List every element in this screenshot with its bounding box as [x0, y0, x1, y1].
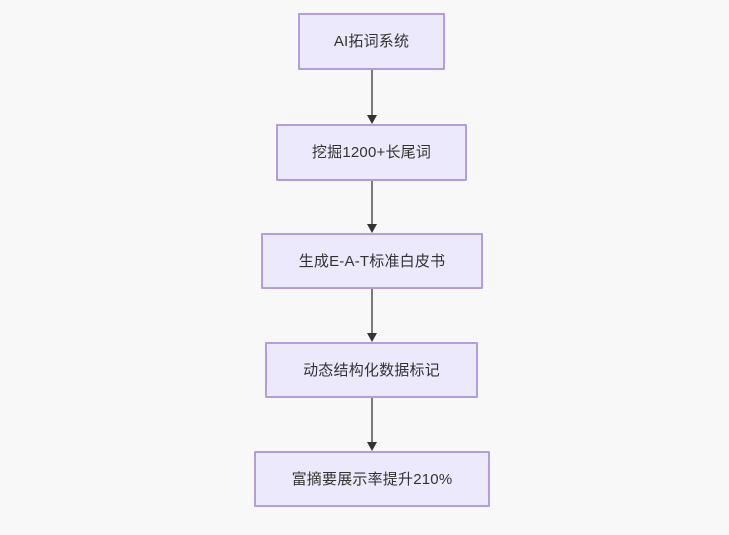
arrowhead-icon: [367, 115, 377, 124]
connector-line: [371, 398, 373, 443]
flowchart-node-label: 动态结构化数据标记: [303, 361, 440, 379]
connector-arrow-1: [365, 70, 379, 124]
flowchart-node-label: 生成E-A-T标准白皮书: [298, 252, 446, 270]
connector-arrow-3: [365, 289, 379, 342]
connector-arrow-4: [365, 398, 379, 451]
connector-line: [371, 70, 373, 116]
flowchart-node-5[interactable]: 富摘要展示率提升210%: [254, 451, 490, 507]
arrowhead-icon: [367, 333, 377, 342]
flowchart-node-2[interactable]: 挖掘1200+长尾词: [276, 124, 467, 181]
arrowhead-icon: [367, 224, 377, 233]
connector-line: [371, 181, 373, 225]
flowchart-node-4[interactable]: 动态结构化数据标记: [265, 342, 478, 398]
flowchart-node-label: AI拓词系统: [333, 33, 410, 50]
arrowhead-icon: [367, 442, 377, 451]
flowchart-node-1[interactable]: AI拓词系统: [298, 13, 445, 70]
flowchart-node-label: 富摘要展示率提升210%: [291, 470, 453, 488]
connector-line: [371, 289, 373, 334]
connector-arrow-2: [365, 181, 379, 233]
flowchart-node-3[interactable]: 生成E-A-T标准白皮书: [261, 233, 483, 289]
flowchart-node-label: 挖掘1200+长尾词: [311, 144, 432, 161]
